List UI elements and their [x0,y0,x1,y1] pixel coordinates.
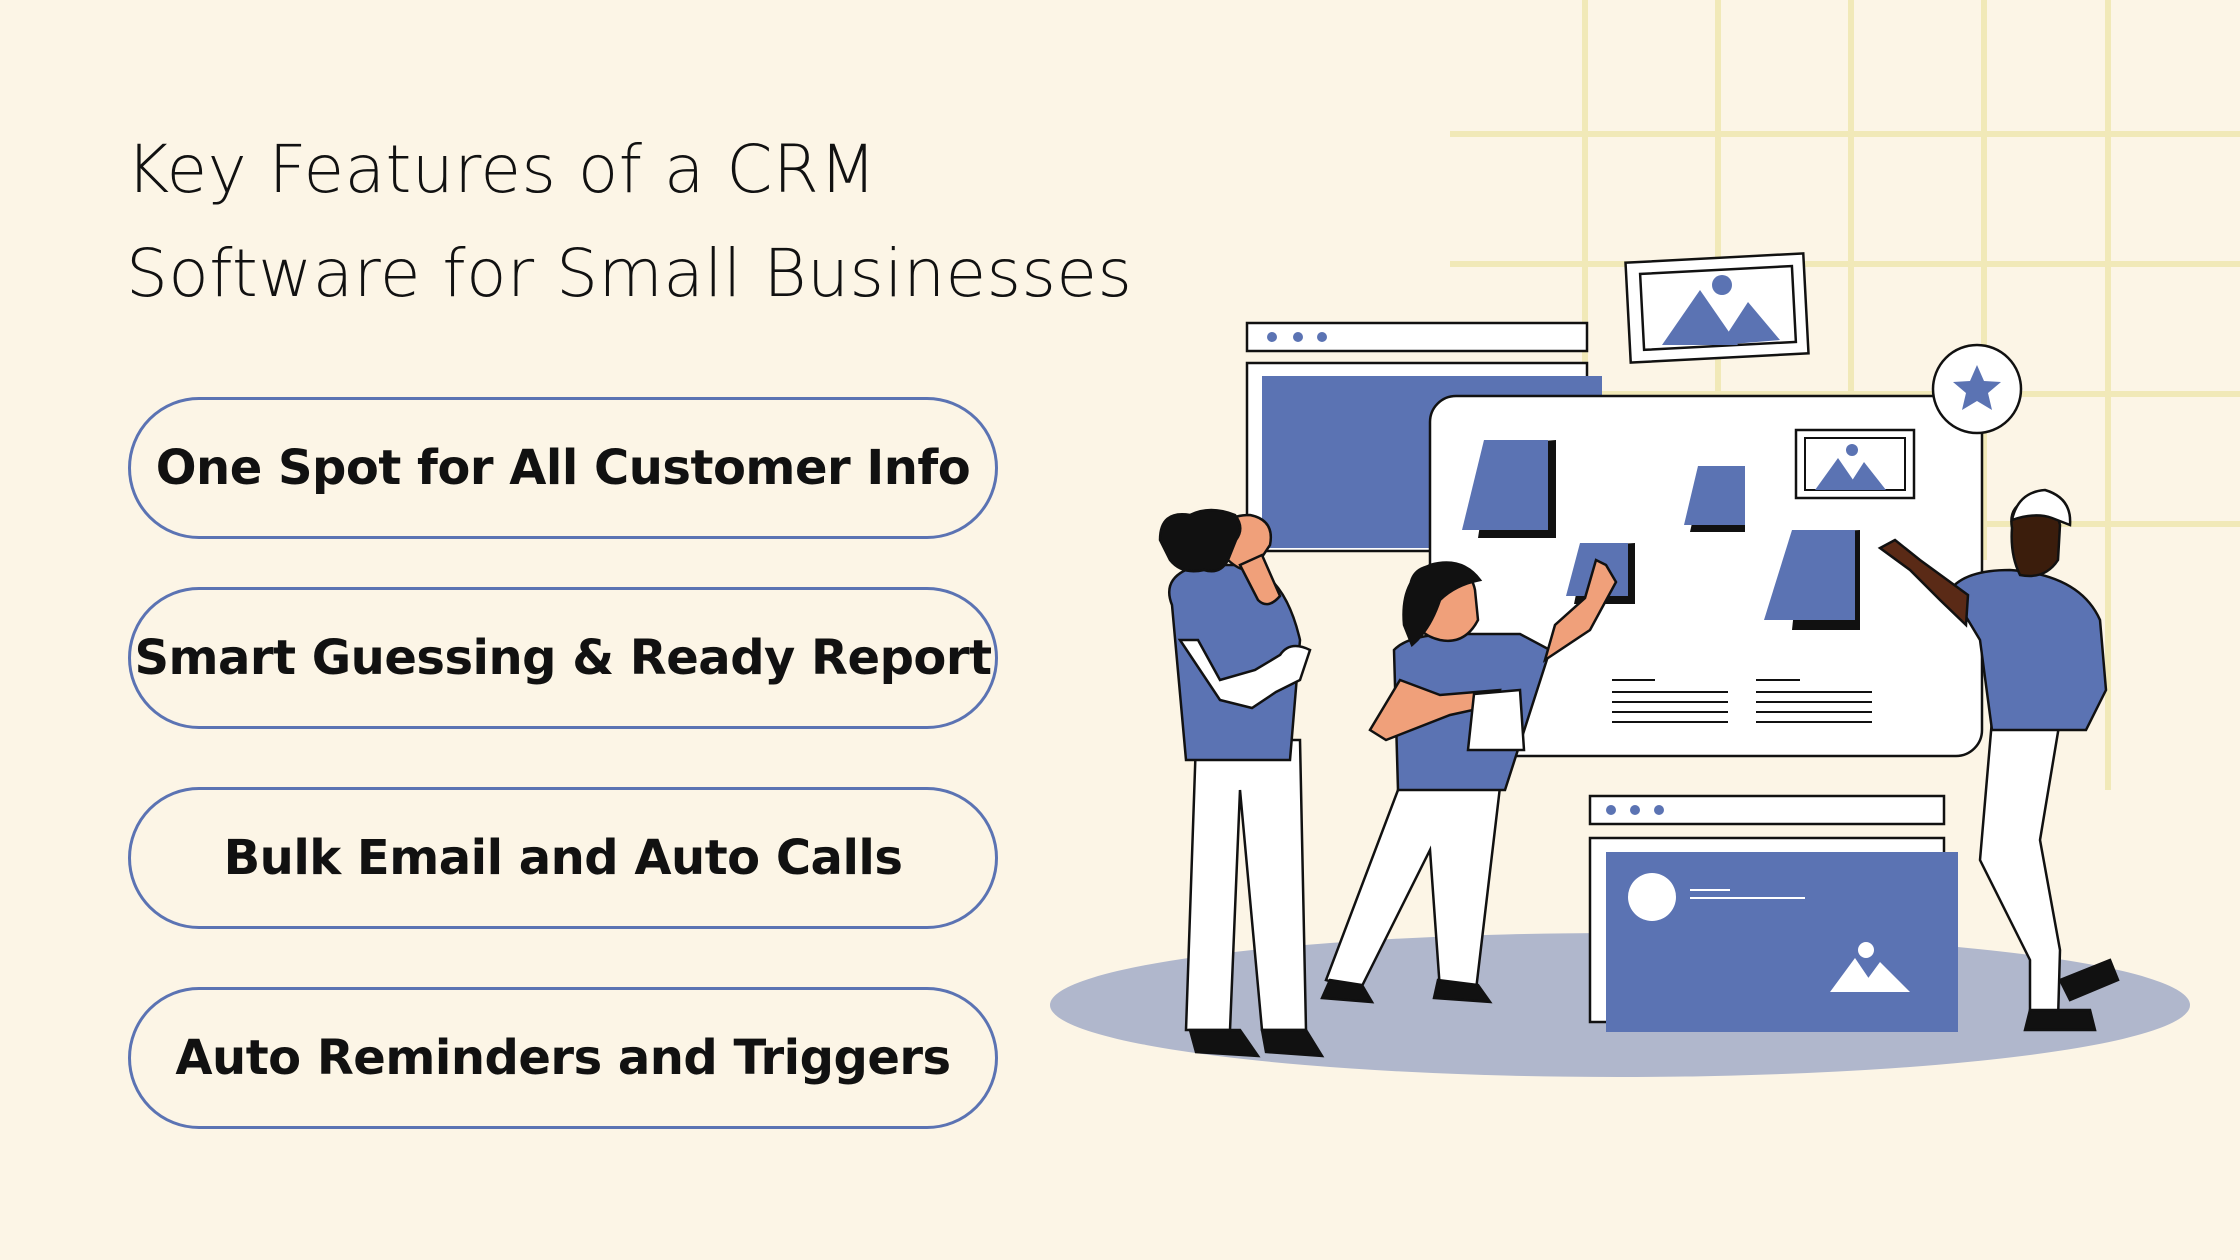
person-left [1158,508,1325,1058]
title-line-1: Key Features of a CRM [126,131,877,208]
person-middle [1320,558,1618,1004]
image-icon [1624,252,1810,364]
whiteboard [1428,394,1984,758]
sticky-note-icon [1462,440,1860,630]
feature-pill-smart-guessing: Smart Guessing & Ready Report [128,587,998,729]
person-right [1877,488,2120,1032]
star-icon [1931,343,2023,435]
title-line-2: Software for Small Businesses [126,235,1133,312]
browser-window-bottom [1588,794,1958,1032]
page-title: Key Features of a CRM Software for Small… [126,118,1132,326]
feature-pill-bulk-email: Bulk Email and Auto Calls [128,787,998,929]
feature-pill-customer-info: One Spot for All Customer Info [128,397,998,539]
feature-pill-auto-reminders: Auto Reminders and Triggers [128,987,998,1129]
